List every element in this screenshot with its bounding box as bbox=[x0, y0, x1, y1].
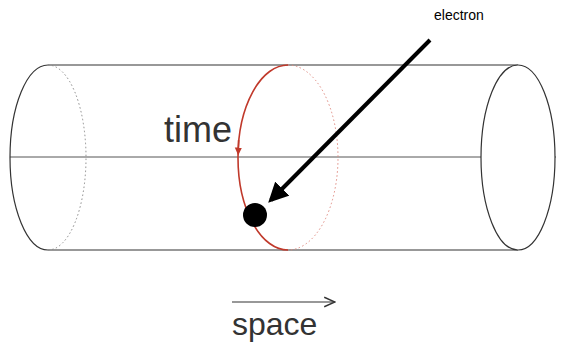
callout-label: electron bbox=[434, 8, 484, 22]
pointer-arrow bbox=[271, 40, 430, 200]
time-arrowhead bbox=[238, 140, 240, 152]
space-arrow bbox=[232, 301, 335, 302]
time-circle bbox=[238, 65, 288, 250]
electron-dot bbox=[243, 203, 267, 227]
axis-label: time bbox=[164, 112, 232, 148]
cylinder-end bbox=[481, 65, 555, 250]
axis-label: space bbox=[232, 308, 317, 340]
cylinder-end-hidden bbox=[48, 65, 86, 250]
cylinder-end bbox=[10, 65, 48, 250]
cylinder-axis bbox=[10, 157, 556, 158]
